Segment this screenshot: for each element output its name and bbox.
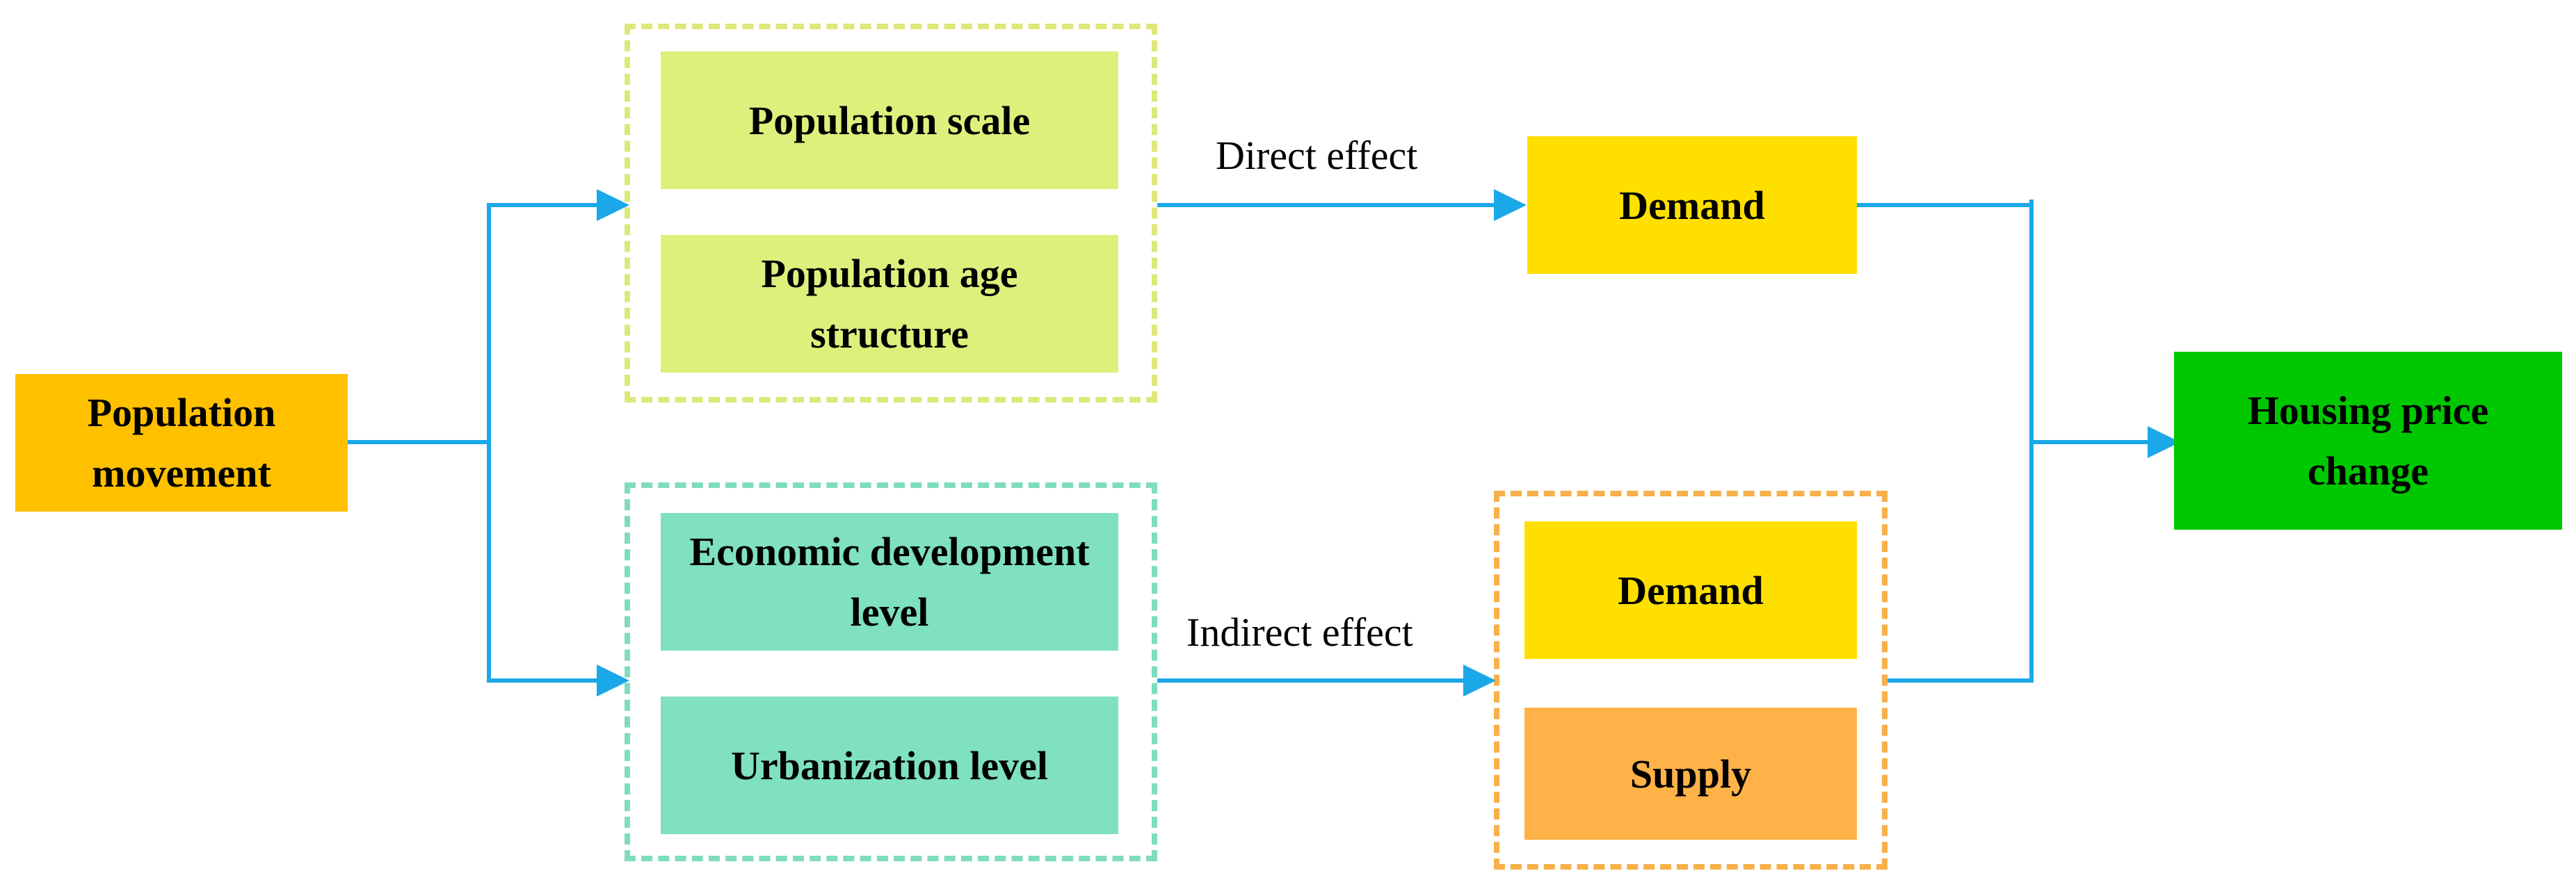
node-demand-indirect: Demand [1524, 521, 1857, 659]
label-indirect-effect: Indirect effect [1186, 610, 1413, 655]
node-economic-development-level: Economic development level [661, 513, 1118, 651]
node-economic-development-level-label: Economic development level [689, 529, 1090, 635]
node-population-scale-label: Population scale [748, 97, 1031, 143]
node-urbanization-level-label: Urbanization level [731, 742, 1048, 788]
node-supply: Supply [1524, 708, 1857, 840]
node-population-movement-label: Population movement [87, 390, 276, 496]
arrowhead-indirect [1463, 665, 1496, 697]
label-direct-effect: Direct effect [1216, 133, 1418, 178]
arrowhead-direct [1494, 189, 1527, 221]
arrowhead-price [2148, 426, 2180, 458]
node-housing-price-change-label: Housing price change [2247, 388, 2489, 494]
node-demand-direct-label: Demand [1619, 182, 1765, 228]
node-supply-label: Supply [1629, 751, 1752, 797]
node-population-age-structure: Population age structure [661, 235, 1118, 373]
node-population-movement: Population movement [15, 374, 348, 512]
node-demand-indirect-label: Demand [1618, 567, 1764, 613]
node-population-scale: Population scale [661, 51, 1118, 189]
node-housing-price-change: Housing price change [2174, 352, 2562, 530]
node-population-age-structure-label: Population age structure [761, 251, 1018, 357]
arrowhead-top-group [597, 189, 629, 221]
node-demand-direct: Demand [1527, 136, 1857, 274]
node-urbanization-level: Urbanization level [661, 697, 1118, 834]
arrowhead-bottom-group [597, 665, 629, 697]
